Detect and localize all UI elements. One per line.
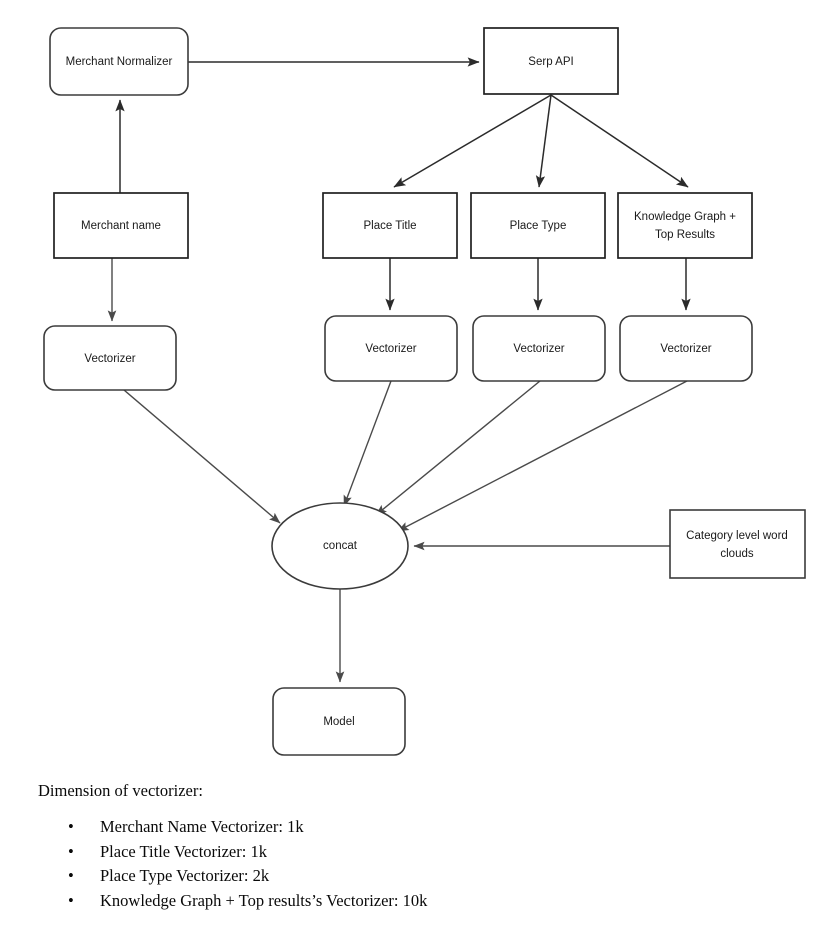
caption-heading: Dimension of vectorizer:	[38, 781, 203, 800]
dimension-list: • Merchant Name Vectorizer: 1k • Place T…	[38, 815, 798, 912]
list-item: • Place Type Vectorizer: 2k	[38, 864, 798, 887]
vectorizer-merchant-shape	[43, 325, 177, 391]
bullet-icon: •	[68, 866, 74, 886]
merchant-normalizer-shape	[49, 27, 189, 96]
edge-serp-api-to-knowledge-graph	[550, 94, 689, 188]
edge-vectorizer-merchant-to-concat	[123, 389, 281, 524]
category-word-clouds-shape	[669, 509, 806, 579]
knowledge-graph-shape	[617, 192, 753, 259]
place-type-shape	[470, 192, 606, 259]
node-concat[interactable]: concat	[271, 502, 409, 590]
edge-layer	[107, 57, 691, 683]
node-category-word-clouds[interactable]: Category level word clouds	[669, 509, 806, 579]
node-vectorizer-merchant[interactable]: Vectorizer	[43, 325, 177, 391]
node-model[interactable]: Model	[272, 687, 406, 756]
place-type-label: Place Type	[510, 220, 567, 232]
node-vectorizer-place-title[interactable]: Vectorizer	[324, 315, 458, 382]
list-item: • Place Title Vectorizer: 1k	[38, 840, 798, 863]
vectorizer-place-type-shape	[472, 315, 606, 382]
merchant-normalizer-label: Merchant Normalizer	[66, 56, 173, 68]
category-word-clouds-label-line1: Category level word	[686, 530, 788, 542]
merchant-name-label: Merchant name	[81, 220, 161, 232]
concat-label: concat	[323, 540, 358, 552]
node-place-type[interactable]: Place Type	[470, 192, 606, 259]
edge-vectorizer-place-type-to-concat	[375, 380, 541, 516]
vectorizer-knowledge-graph-label: Vectorizer	[660, 343, 711, 355]
node-vectorizer-knowledge-graph[interactable]: Vectorizer	[619, 315, 753, 382]
vectorizer-knowledge-graph-shape	[619, 315, 753, 382]
knowledge-graph-label-line2: Top Results	[655, 229, 715, 241]
list-item-label: Knowledge Graph + Top results’s Vectoriz…	[100, 890, 428, 910]
model-shape	[272, 687, 406, 756]
edge-serp-api-to-place-type	[535, 94, 552, 188]
vectorizer-merchant-label: Vectorizer	[84, 353, 135, 365]
edge-serp-api-to-place-title	[393, 94, 552, 188]
serp-api-label: Serp API	[528, 56, 573, 68]
edge-vectorizer-knowledge-graph-to-concat	[397, 380, 688, 532]
list-item: • Merchant Name Vectorizer: 1k	[38, 815, 798, 838]
list-item-label: Merchant Name Vectorizer: 1k	[100, 817, 304, 837]
place-title-shape	[322, 192, 458, 259]
list-item-label: Place Type Vectorizer: 2k	[100, 866, 270, 886]
node-serp-api[interactable]: Serp API	[483, 27, 619, 95]
node-vectorizer-place-type[interactable]: Vectorizer	[472, 315, 606, 382]
dimension-caption-block: Dimension of vectorizer: • Merchant Name…	[38, 780, 798, 913]
node-place-title[interactable]: Place Title	[322, 192, 458, 259]
list-item: • Knowledge Graph + Top results’s Vector…	[38, 889, 798, 912]
bullet-icon: •	[68, 890, 74, 910]
bullet-icon: •	[68, 841, 74, 861]
node-merchant-normalizer[interactable]: Merchant Normalizer	[49, 27, 189, 96]
merchant-name-shape	[53, 192, 189, 259]
category-word-clouds-label-line2: clouds	[720, 548, 753, 560]
model-label: Model	[323, 716, 354, 728]
knowledge-graph-label-line1: Knowledge Graph +	[634, 211, 736, 223]
node-merchant-name[interactable]: Merchant name	[53, 192, 189, 259]
vectorizer-place-title-label: Vectorizer	[365, 343, 416, 355]
place-title-label: Place Title	[363, 220, 416, 232]
concat-shape	[271, 502, 409, 590]
serp-api-shape	[483, 27, 619, 95]
vectorizer-place-title-shape	[324, 315, 458, 382]
node-knowledge-graph[interactable]: Knowledge Graph + Top Results	[617, 192, 753, 259]
edge-vectorizer-place-title-to-concat	[343, 380, 392, 507]
vectorizer-place-type-label: Vectorizer	[513, 343, 564, 355]
bullet-icon: •	[68, 817, 74, 837]
list-item-label: Place Title Vectorizer: 1k	[100, 841, 267, 861]
